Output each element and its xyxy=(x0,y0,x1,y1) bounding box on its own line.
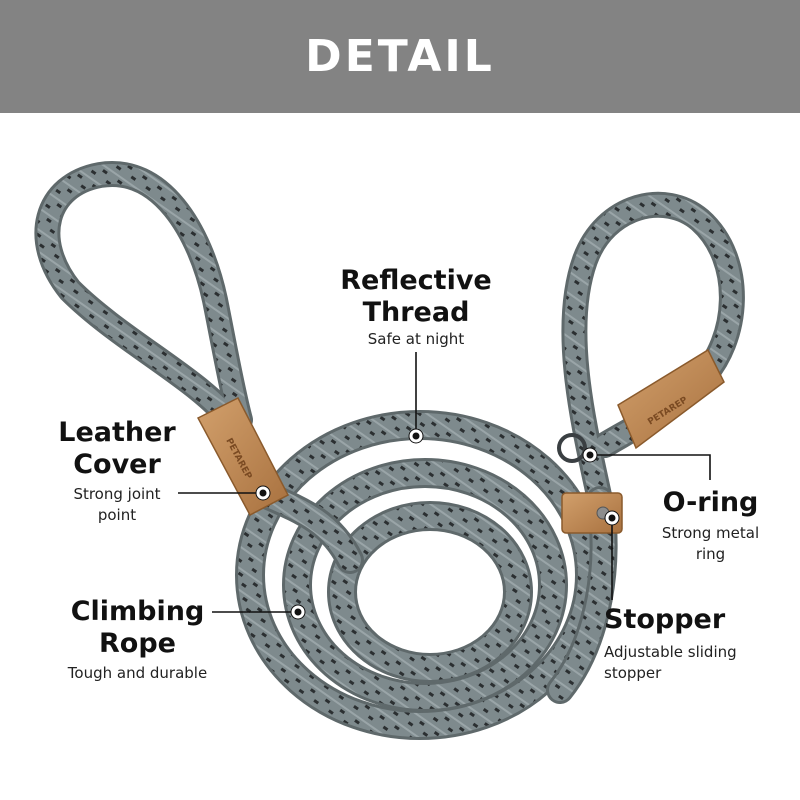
right-leather-cover: PETAREP xyxy=(617,348,725,450)
callout-o-ring: O-ring Strong metal ring xyxy=(648,487,773,565)
callout-title: O-ring xyxy=(662,487,759,518)
callout-title: Leather xyxy=(58,417,176,448)
o-ring xyxy=(557,433,587,463)
callout-title: Thread xyxy=(362,297,470,328)
callout-stopper: Stopper Adjustable sliding stopper xyxy=(604,604,774,684)
callout-title: Rope xyxy=(99,628,176,659)
callout-leather-cover: Leather Cover Strong joint point xyxy=(42,417,192,526)
callout-title: Cover xyxy=(73,449,161,480)
callout-subtitle: Strong metal xyxy=(661,524,760,542)
callout-subtitle: stopper xyxy=(604,664,662,682)
callout-dots xyxy=(255,428,620,620)
callout-subtitle: Safe at night xyxy=(367,330,465,348)
callout-title: Climbing xyxy=(70,596,205,627)
callout-subtitle: ring xyxy=(695,545,726,563)
callout-subtitle: point xyxy=(97,506,137,524)
left-leather-cover: PETAREP xyxy=(196,396,290,517)
callout-subtitle: Strong joint xyxy=(73,485,161,503)
callout-title: Reflective xyxy=(340,265,492,296)
detail-banner: DETAIL xyxy=(0,0,800,113)
callout-reflective-thread: Reflective Thread Safe at night xyxy=(316,265,516,350)
callout-leaders xyxy=(178,352,711,613)
callout-subtitle: Adjustable sliding xyxy=(604,643,737,661)
callout-subtitle: Tough and durable xyxy=(67,664,208,682)
banner-title: DETAIL xyxy=(305,31,495,82)
callout-climbing-rope: Climbing Rope Tough and durable xyxy=(40,596,235,684)
rope-coil xyxy=(235,410,618,740)
left-handle-loop xyxy=(34,161,253,433)
callout-title: Stopper xyxy=(604,604,726,635)
